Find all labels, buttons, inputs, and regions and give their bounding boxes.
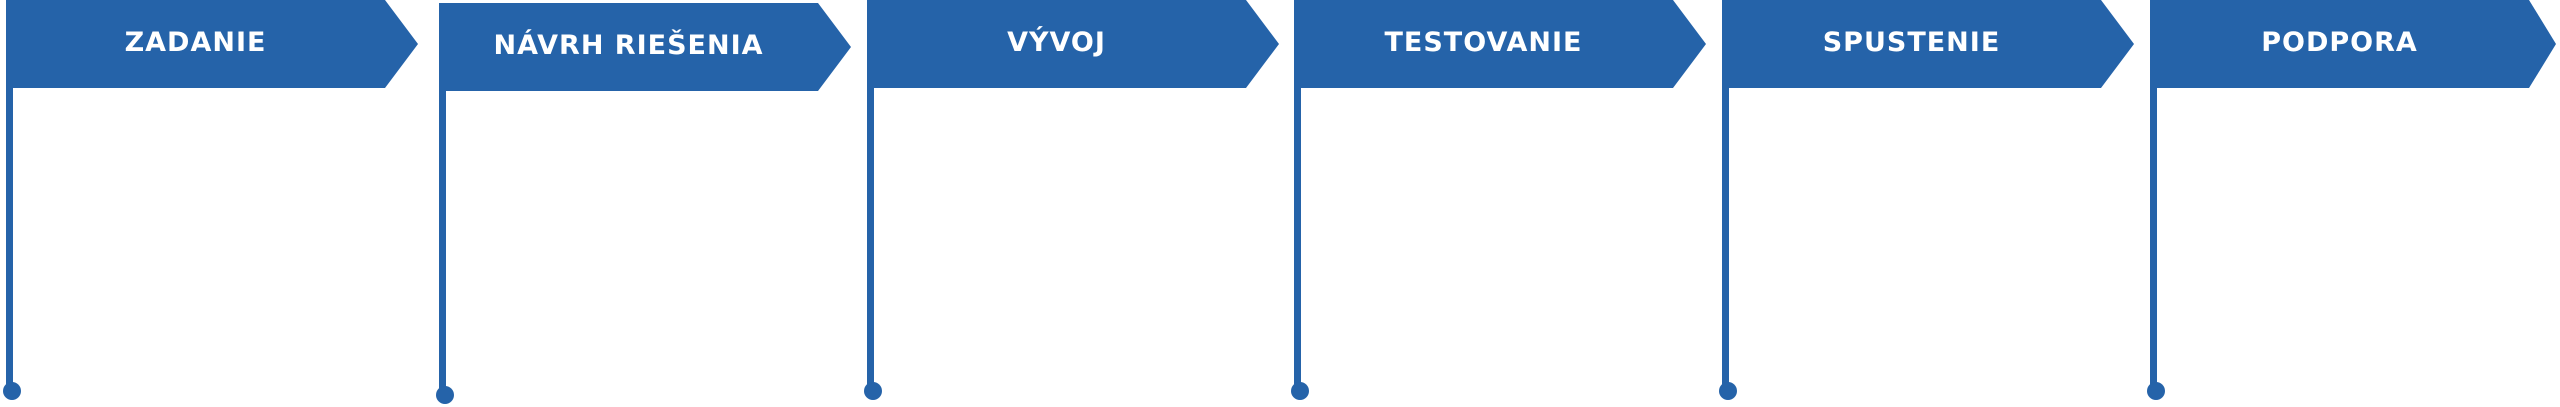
flag-step: NÁVRH RIEŠENIA: [433, 0, 853, 407]
flag-step: TESTOVANIE: [1288, 0, 1708, 407]
flag-step: VÝVOJ: [861, 0, 1281, 407]
flag-step: SPUSTENIE: [1716, 0, 2136, 407]
flag-shape: [864, 0, 1279, 400]
flag-step: PODPORA: [2144, 0, 2560, 407]
flag-shape: [1719, 0, 2134, 400]
flag-shape: [2147, 0, 2556, 400]
flag-shape: [1291, 0, 1706, 400]
flag-label: NÁVRH RIEŠENIA: [493, 29, 764, 61]
flag-label: TESTOVANIE: [1384, 26, 1583, 58]
flag-label: PODPORA: [2261, 26, 2418, 58]
flag-label: VÝVOJ: [1007, 26, 1106, 58]
flag-label: ZADANIE: [124, 26, 267, 58]
flag-shape: [436, 3, 851, 404]
flag-shape: [3, 0, 418, 400]
flag-step: ZADANIE: [0, 0, 420, 407]
flag-label: SPUSTENIE: [1822, 26, 2001, 58]
